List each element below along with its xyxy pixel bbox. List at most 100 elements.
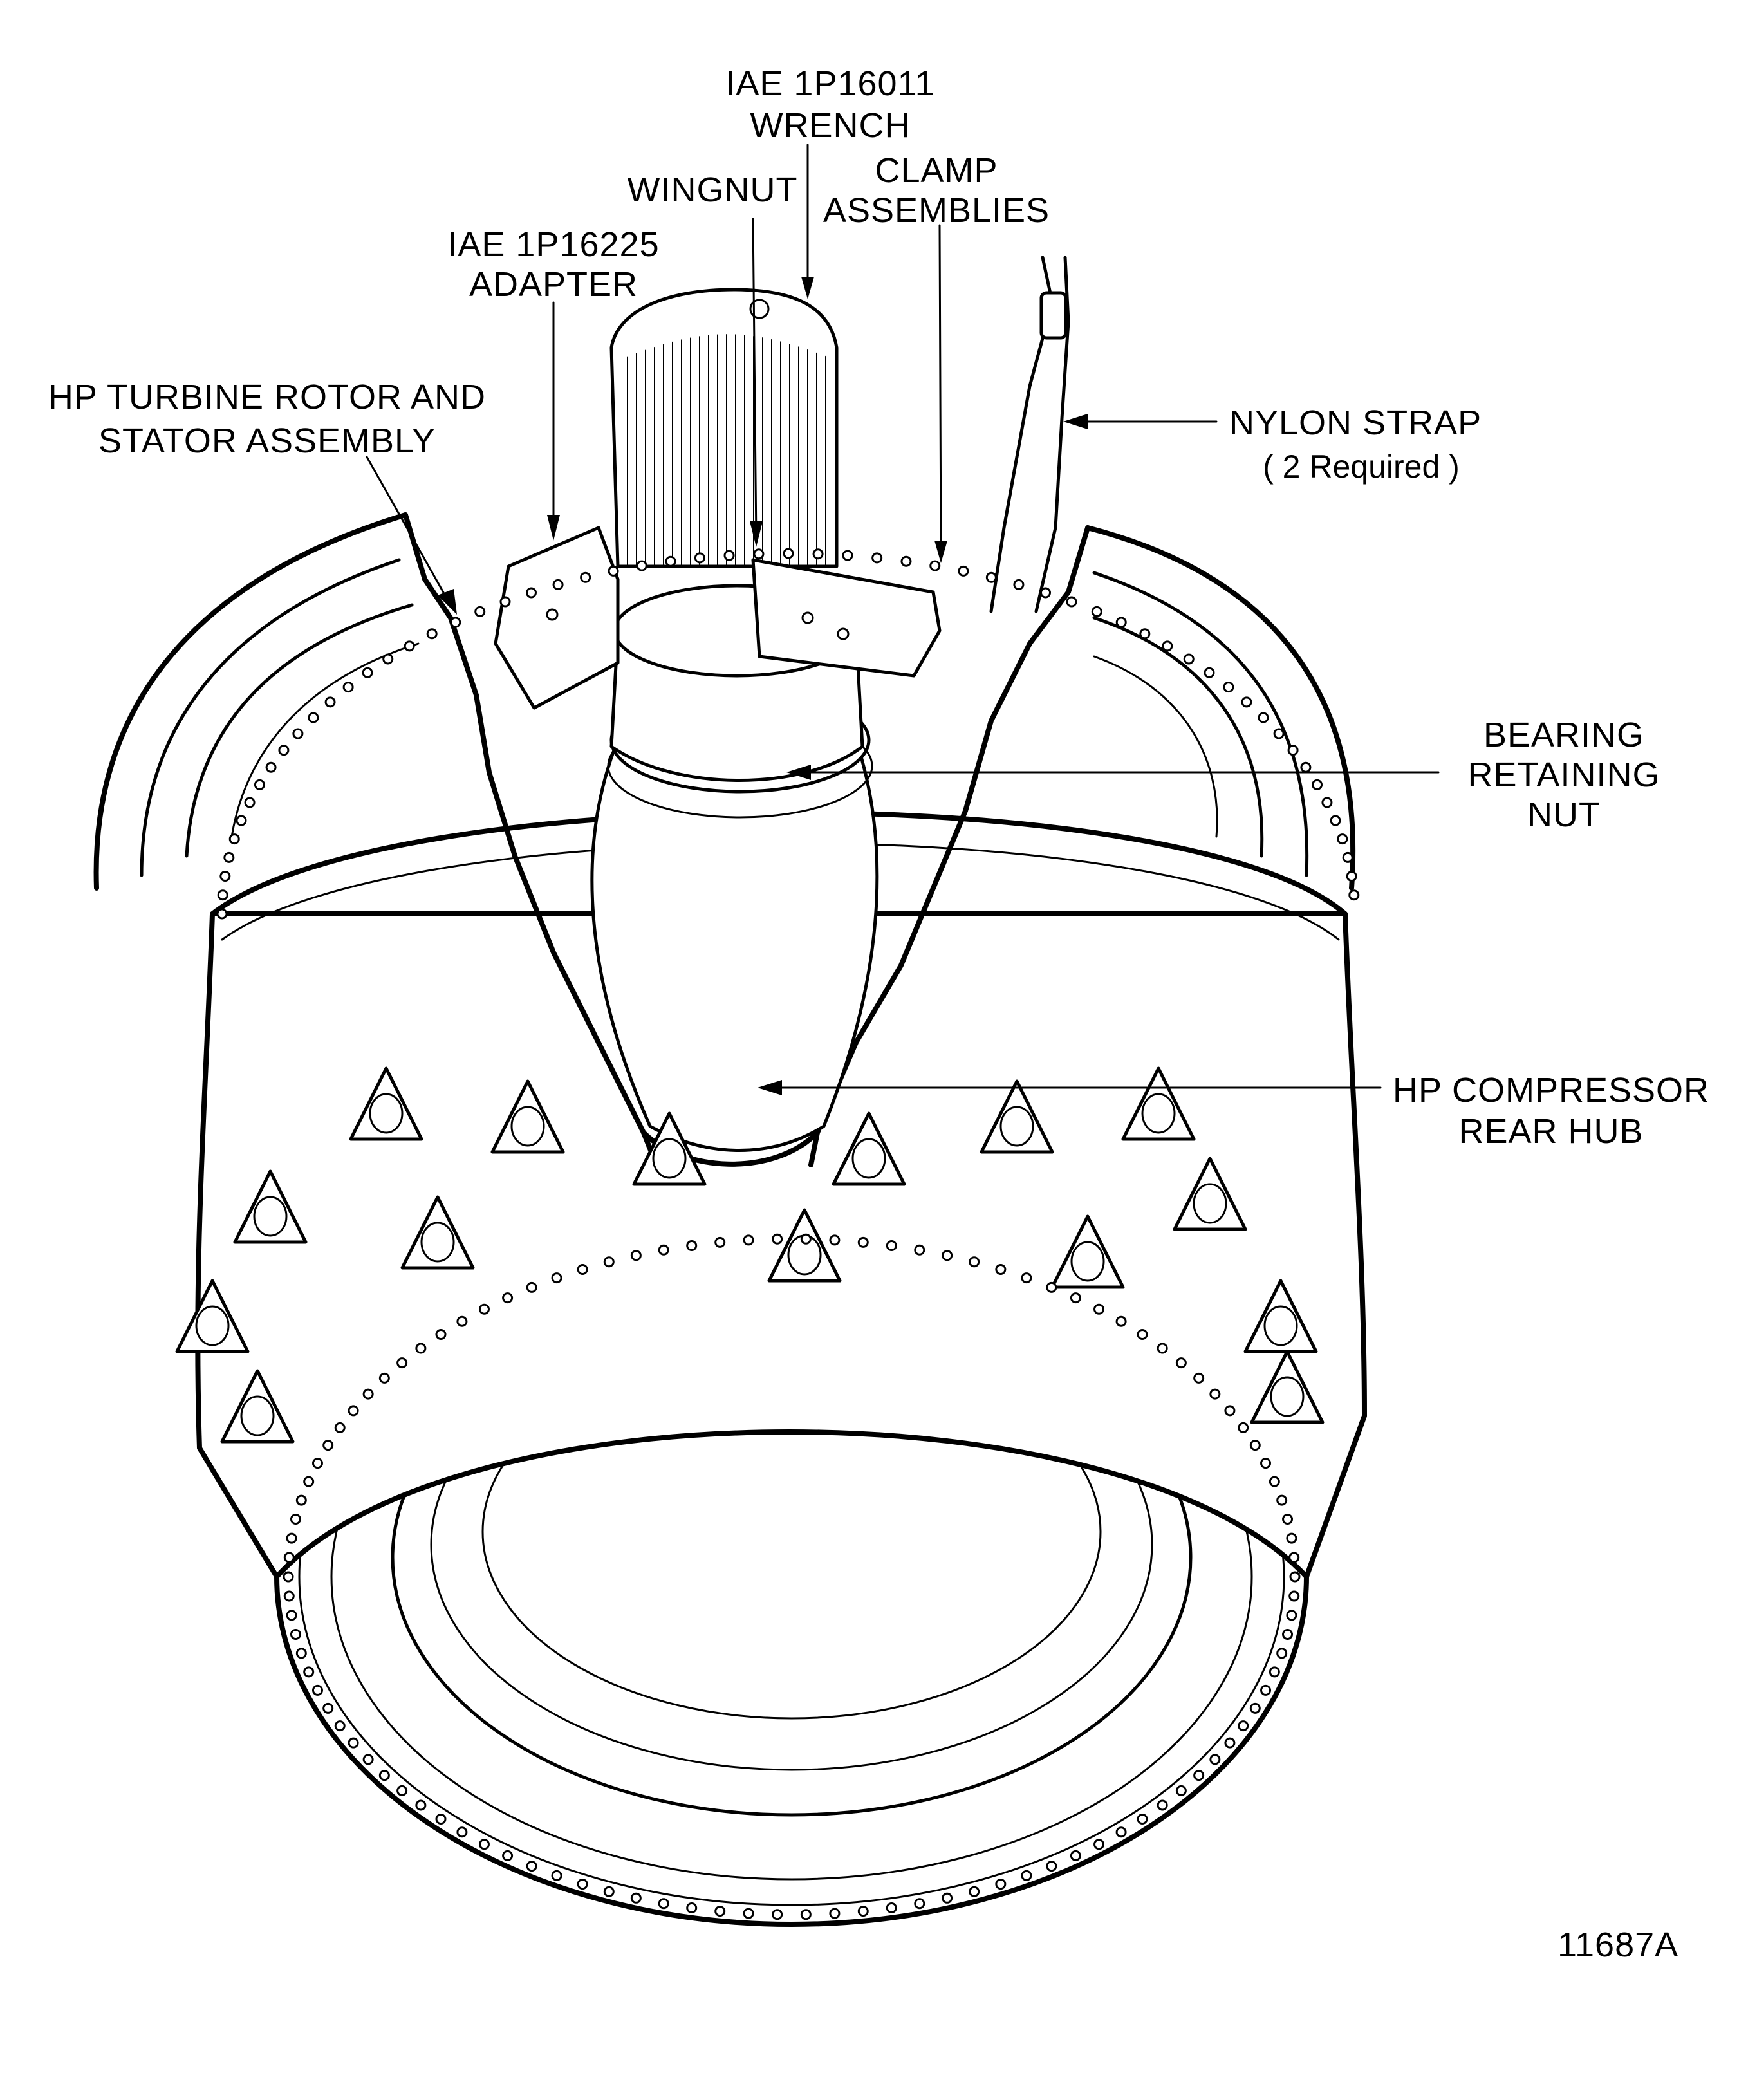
wingnut-arrowhead [750, 521, 763, 547]
bolt-hole [244, 797, 256, 808]
bolt-hole [842, 550, 853, 561]
boss-port [851, 1138, 886, 1179]
case-bosses [175, 1066, 1325, 1444]
adapter-arrowhead [547, 515, 560, 541]
boss-port [1193, 1183, 1227, 1224]
bolt-hole [1287, 745, 1299, 756]
bolt-hole [958, 565, 969, 577]
bolt-hole [665, 555, 676, 567]
bolt-hole [342, 682, 354, 693]
bolt-hole [1137, 1329, 1148, 1341]
bolt-hole [216, 908, 228, 920]
figure-number: 11687A [1557, 1926, 1678, 1964]
bolt-hole [426, 628, 438, 640]
bolt-hole [1282, 1513, 1294, 1525]
bolt-hole [228, 833, 240, 845]
bolt-hole [311, 1458, 323, 1469]
nylon-strap-drawing [989, 256, 1070, 613]
bolt-hole [378, 1770, 390, 1781]
boss-port [1263, 1305, 1298, 1346]
bolt-hole [525, 587, 537, 599]
bolt-hole [1046, 1861, 1057, 1872]
bolt-hole [1330, 815, 1341, 826]
nylon-strap-arrowhead [1063, 414, 1088, 429]
bolt-hole [969, 1886, 980, 1897]
adapter-label-line1: IAE 1P16225 [447, 225, 659, 264]
bolt-hole [278, 745, 290, 756]
bolt-hole [603, 1256, 615, 1268]
bolt-hole [499, 596, 511, 608]
bolt-hole [552, 579, 564, 590]
bolt-hole [456, 1826, 468, 1838]
bearing-nut-label-line2: RETAINING [1467, 756, 1660, 794]
bolt-hole [1193, 1770, 1205, 1781]
bolt-hole [1093, 1303, 1105, 1315]
bolt-hole [871, 552, 883, 564]
bolt-hole [1288, 1552, 1300, 1563]
bolt-hole [857, 1236, 869, 1248]
bolt-hole [1066, 596, 1077, 608]
bolt-hole [636, 560, 647, 571]
bolt-hole [1238, 1422, 1249, 1433]
bolt-hole [714, 1236, 726, 1248]
bolt-hole [603, 1886, 615, 1897]
bolt-hole [303, 1666, 315, 1678]
bolt-hole [772, 1233, 783, 1245]
bolt-hole [450, 617, 461, 628]
bolt-hole [608, 565, 619, 577]
bolt-hole [456, 1315, 468, 1327]
bolt-hole [526, 1281, 537, 1293]
clamp-arrowhead [934, 541, 947, 563]
wingnut-leader [752, 218, 758, 542]
bolt-hole [286, 1610, 297, 1621]
bolt-hole [658, 1244, 669, 1256]
rear-hub-label-line2: REAR HUB [1458, 1112, 1643, 1151]
bolt-hole [348, 1737, 359, 1749]
bolt-hole [311, 1684, 323, 1696]
bolt-hole [1183, 653, 1195, 665]
bolt-hole [1241, 696, 1252, 708]
bolt-hole [1224, 1405, 1236, 1417]
bearing-nut-label-line3: NUT [1527, 795, 1601, 834]
bolt-hole [1046, 1281, 1057, 1293]
bolt-hole [914, 1898, 925, 1910]
bolt-hole [322, 1440, 334, 1451]
callout-labels: IAE 1P16011 WRENCH WINGNUT CLAMP ASSEMBL… [48, 64, 1709, 1151]
bolt-hole [753, 548, 765, 560]
bolt-hole [378, 1372, 390, 1384]
leader-lines [366, 144, 1440, 1095]
clamp-label-line1: CLAMP [875, 151, 998, 190]
bolt-hole [1070, 1850, 1081, 1861]
bolt-hole [362, 1754, 374, 1765]
bolt-hole [502, 1850, 514, 1861]
boss-port [1070, 1241, 1105, 1282]
bolt-hole [1162, 640, 1173, 652]
bolt-hole [286, 1532, 297, 1544]
boss-port [510, 1106, 545, 1147]
bearing-nut-label-line1: BEARING [1483, 716, 1644, 754]
bolt-hole [1115, 1826, 1127, 1838]
flange-bolt-holes [216, 548, 1360, 1920]
bolt-hole [435, 1329, 447, 1341]
bolt-hole [886, 1240, 897, 1251]
bolt-hole [686, 1902, 698, 1914]
nylon-strap-label-line2: ( 2 Required ) [1263, 449, 1460, 485]
boss-port [369, 1093, 404, 1134]
bolt-hole [1091, 606, 1102, 617]
boss-port [1141, 1093, 1176, 1134]
bolt-hole [1346, 870, 1357, 882]
hp-turbine-label-line1: HP TURBINE ROTOR AND [48, 378, 486, 416]
bolt-hole [396, 1357, 408, 1369]
clamp-leader [938, 224, 942, 561]
bolt-hole [1282, 1629, 1294, 1640]
bolt-hole [812, 548, 824, 560]
hp-turbine-label-line2: STATOR ASSEMBLY [98, 422, 436, 460]
clamp-label-line2: ASSEMBLIES [823, 191, 1050, 230]
bolt-hole [348, 1405, 359, 1417]
bolt-hole [1276, 1494, 1288, 1506]
bolt-hole [219, 870, 231, 882]
bolt-hole [577, 1263, 588, 1275]
bolt-hole [223, 851, 235, 863]
bolt-hole [415, 1343, 427, 1354]
